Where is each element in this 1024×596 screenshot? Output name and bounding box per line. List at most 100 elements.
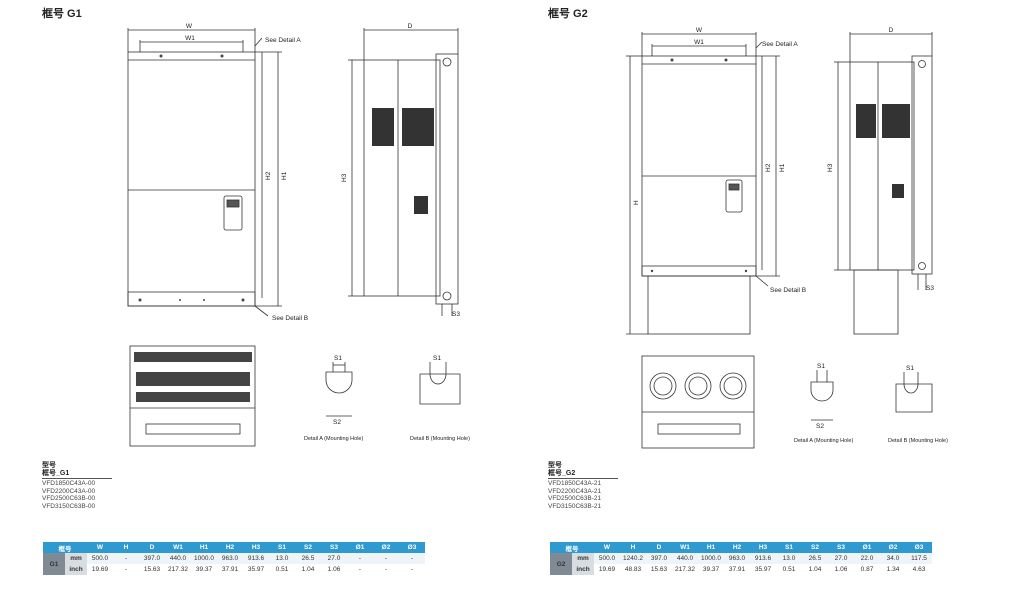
dim-label-s1-b: S1 xyxy=(906,365,914,372)
table-header-cell: D xyxy=(646,542,672,553)
model-item: VFD2500C63B-00 xyxy=(42,495,96,503)
detail-b-drawing xyxy=(895,372,933,413)
table-cell: 500.0 xyxy=(594,553,620,564)
table-cell: 963.0 xyxy=(724,553,750,564)
table-cell: 15.63 xyxy=(646,564,672,575)
unit-cell: inch xyxy=(65,564,87,575)
table-cell: - xyxy=(347,553,373,564)
dim-label-d: D xyxy=(889,27,894,34)
dim-label-w1: W1 xyxy=(694,39,704,46)
table-cell: 913.6 xyxy=(750,553,776,564)
model-header: 型号 xyxy=(548,462,562,469)
detail-a-drawing xyxy=(325,362,353,417)
table-header-cell: Ø3 xyxy=(399,542,425,553)
frame-header: 框号_G2 xyxy=(548,469,576,477)
frame-header: 框号_G1 xyxy=(42,469,70,477)
model-item: VFD2200C43A-21 xyxy=(548,487,602,495)
dim-label-h2: H2 xyxy=(265,171,272,180)
dim-label-w: W xyxy=(696,27,703,34)
table-header-cell: D xyxy=(139,542,165,553)
detail-a-caption: Detail A (Mounting Hole) xyxy=(794,438,853,444)
table-cell: 963.0 xyxy=(217,553,243,564)
dim-label-s1-a: S1 xyxy=(817,363,825,370)
frame-g1-panel: 框号 G1 xyxy=(42,8,470,575)
model-list: 型号 框号_G2 VFD1850C43A-21 VFD2200C43A-21 V… xyxy=(548,462,618,511)
detail-a-caption: Detail A (Mounting Hole) xyxy=(304,436,363,442)
table-cell: 397.0 xyxy=(139,553,165,564)
table-header-cell: S2 xyxy=(295,542,321,553)
dim-label-s1-b: S1 xyxy=(433,355,441,362)
table-cell: 500.0 xyxy=(87,553,113,564)
table-cell: 13.0 xyxy=(776,553,802,564)
table-cell: 4.63 xyxy=(906,564,932,575)
table-row: G1 mm 500.0 - 397.0 440.0 1000.0 963.0 9… xyxy=(43,553,425,575)
table-header-cell: Ø2 xyxy=(373,542,399,553)
table-cell: 22.0 xyxy=(854,553,880,564)
model-item: VFD1850C43A-00 xyxy=(42,480,96,488)
dim-label-s3: S3 xyxy=(452,311,460,318)
table-cell: 34.0 xyxy=(880,553,906,564)
model-header: 型号 xyxy=(42,462,56,469)
model-item: VFD1850C43A-21 xyxy=(548,480,602,488)
table-cell: 397.0 xyxy=(646,553,672,564)
detail-b-callout: See Detail B xyxy=(770,287,806,294)
table-cell: 913.6 xyxy=(243,553,269,564)
table-cell: 0.87 xyxy=(854,564,880,575)
dim-label-w1: W1 xyxy=(185,35,195,42)
dim-label-h1: H1 xyxy=(779,163,786,172)
table-cell: 117.5 xyxy=(906,553,932,564)
unit-cell: inch xyxy=(572,564,594,575)
table-cell: 39.37 xyxy=(698,564,724,575)
table-cell: 35.97 xyxy=(243,564,269,575)
side-view xyxy=(834,32,933,335)
dim-label-h1: H1 xyxy=(281,171,288,180)
side-view xyxy=(348,28,459,316)
model-item: VFD2500C63B-21 xyxy=(548,495,602,503)
table-header-cell: S3 xyxy=(321,542,347,553)
frame-cell: G2 xyxy=(550,553,572,575)
table-cell: - xyxy=(113,553,139,564)
table-cell: 1240.2 xyxy=(620,553,646,564)
table-header-cell: H xyxy=(620,542,646,553)
unit-cell: mm xyxy=(572,553,594,564)
table-header-cell: Ø1 xyxy=(347,542,373,553)
table-cell: - xyxy=(399,564,425,575)
table-header-cell: S2 xyxy=(802,542,828,553)
table-cell: 0.51 xyxy=(269,564,295,575)
dimension-table: 框号 W H D W1 H1 H2 H3 S1 S2 S3 Ø1 Ø2 Ø3 G… xyxy=(43,542,425,575)
table-cell: 27.0 xyxy=(321,553,347,564)
dim-label-s1-a: S1 xyxy=(334,355,342,362)
frame-title: 框号 G2 xyxy=(548,8,588,20)
dim-label-h3: H3 xyxy=(827,163,834,172)
detail-b-callout: See Detail B xyxy=(272,315,308,322)
table-cell: 37.91 xyxy=(724,564,750,575)
frame-g1-drawings: W W1 See Detail A See Detail B H2 H1 D H… xyxy=(127,23,470,447)
table-cell: 217.32 xyxy=(165,564,191,575)
detail-b-caption: Detail B (Mounting Hole) xyxy=(410,436,470,442)
front-view xyxy=(127,28,282,317)
table-cell: 1000.0 xyxy=(698,553,724,564)
dim-label-h: H xyxy=(633,200,640,205)
detail-a-callout: See Detail A xyxy=(762,41,798,48)
dim-label-h3: H3 xyxy=(341,173,348,182)
table-header-cell: W1 xyxy=(672,542,698,553)
frame-g2-drawings: W W1 See Detail A See Detail B H2 H1 H D… xyxy=(626,27,948,449)
table-header-cell: Ø2 xyxy=(880,542,906,553)
table-cell: 48.83 xyxy=(620,564,646,575)
table-header-cell: H1 xyxy=(698,542,724,553)
table-cell: 26.5 xyxy=(295,553,321,564)
table-header-cell: 框号 xyxy=(550,542,594,553)
dim-label-s2-a: S2 xyxy=(333,419,341,426)
dim-label-s3: S3 xyxy=(926,285,934,292)
table-cell: - xyxy=(399,553,425,564)
table-cell: - xyxy=(347,564,373,575)
frame-g2-panel: 框号 G2 xyxy=(512,0,1024,596)
dim-label-h2: H2 xyxy=(765,163,772,172)
table-header-cell: W1 xyxy=(165,542,191,553)
detail-b-drawing xyxy=(419,362,461,405)
dim-label-d: D xyxy=(408,23,413,30)
table-cell: 35.97 xyxy=(750,564,776,575)
table-cell: 27.0 xyxy=(828,553,854,564)
table-row: inch 19.69 - 15.63 217.32 39.37 37.91 35… xyxy=(43,564,425,575)
table-header-cell: H2 xyxy=(724,542,750,553)
